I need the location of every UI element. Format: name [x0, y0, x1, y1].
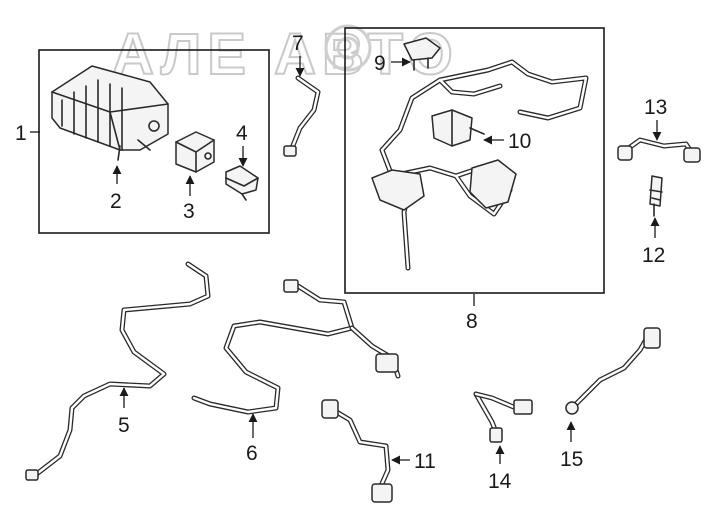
filter-part [175, 131, 215, 173]
group-box-canister [38, 49, 270, 234]
hose-11-part [321, 399, 393, 503]
callout-12: 12 [642, 244, 665, 267]
callout-11: 11 [414, 450, 436, 473]
callout-numbers: 1 2 3 4 5 6 7 8 9 10 11 12 13 14 15 [15, 32, 667, 493]
sensor-14-part [473, 391, 533, 443]
connector-9-part [403, 37, 441, 71]
callout-15: 15 [560, 448, 583, 471]
valve-part [225, 165, 259, 201]
canister-part [51, 65, 169, 161]
callout-14: 14 [488, 470, 512, 493]
callout-9: 9 [374, 52, 386, 75]
callout-10: 10 [508, 130, 531, 153]
group-box-harness [344, 27, 605, 294]
hose-13-part [617, 137, 701, 163]
pipe-6-part [191, 279, 401, 415]
callout-5: 5 [118, 414, 130, 437]
leader-lines [30, 56, 662, 465]
sensor-15-part [565, 327, 661, 415]
solenoid-10-part [431, 109, 485, 147]
pipe-5-part [25, 261, 211, 481]
callout-13: 13 [644, 96, 667, 119]
sensor-12-part [649, 175, 663, 217]
callout-7: 7 [292, 32, 304, 55]
gear-car-logo-icon [324, 24, 372, 72]
callout-2: 2 [110, 190, 122, 213]
harness-part [371, 59, 589, 271]
watermark-text: АЛЕ АВТО [112, 22, 459, 87]
watermark: АЛЕ АВТО [111, 21, 459, 88]
pipe-7-part [283, 75, 321, 157]
callout-4: 4 [236, 122, 248, 145]
callout-3: 3 [183, 200, 195, 223]
callout-6: 6 [246, 442, 258, 465]
callout-8: 8 [466, 310, 478, 333]
callout-1: 1 [15, 122, 27, 145]
